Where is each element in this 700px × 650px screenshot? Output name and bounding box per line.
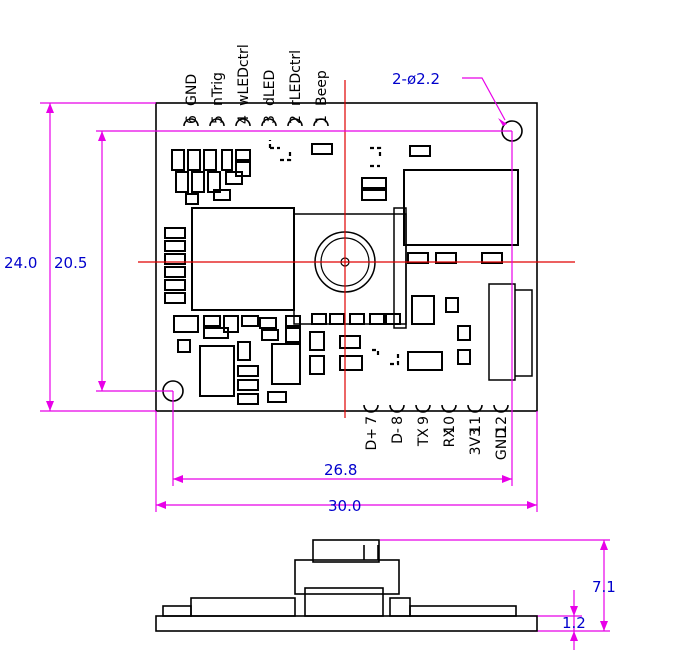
label-overall-height: 24.0 (4, 254, 37, 272)
dimension-lines (40, 77, 610, 650)
bottom-pin-name: D+ (364, 428, 380, 451)
top-pin-number: 3 (262, 115, 278, 124)
side-sensor-block (294, 559, 400, 595)
top-pin-number: 4 (236, 115, 252, 124)
top-pin-number: 6 (184, 115, 200, 124)
bottom-pin-number: 10 (442, 416, 458, 434)
connector-right (488, 283, 516, 381)
top-pin-pads (183, 118, 329, 127)
bottom-pin-number: 11 (468, 416, 484, 434)
dimension-labels: 24.0 20.5 26.8 30.0 7.1 1.2 2-ø2.2 (4, 70, 616, 632)
top-pin-name: rLEDctrl (288, 50, 304, 106)
centerlines (138, 80, 575, 418)
ic-lower-left (199, 345, 235, 397)
pcb-components (164, 143, 533, 405)
top-pin-name: Beep (314, 70, 330, 106)
label-hole-spacing-horizontal: 26.8 (324, 461, 357, 479)
bottom-pin-pads (363, 404, 509, 413)
bottom-pin-number: 12 (494, 416, 510, 434)
bottom-pin-number: 7 (364, 416, 380, 425)
bottom-pin-name: RX (442, 428, 458, 448)
bottom-pin-name: TX (416, 428, 432, 448)
top-pin-number: 2 (288, 115, 304, 124)
bottom-pin-name: GND (494, 428, 510, 460)
top-pin-name: dLED (262, 70, 278, 106)
pcb-outline (155, 102, 538, 412)
side-view (155, 539, 538, 632)
bottom-pin-name: D- (390, 428, 406, 444)
bottom-pin-number: 9 (416, 416, 432, 425)
top-pin-number: 5 (210, 115, 226, 124)
top-pin-name: wLEDctrl (236, 44, 252, 106)
bottom-pin-number: 8 (390, 416, 406, 425)
ic-large-left (191, 207, 295, 311)
label-hole-spacing-vertical: 20.5 (54, 254, 87, 272)
top-pin-number: 1 (314, 115, 330, 124)
label-module-height: 7.1 (592, 578, 616, 596)
label-overall-width: 30.0 (328, 497, 361, 515)
label-pcb-thickness: 1.2 (562, 614, 586, 632)
side-lens-barrel (312, 539, 380, 563)
marker-brackets (268, 140, 400, 366)
top-pin-name: GND (184, 74, 200, 106)
label-hole-callout: 2-ø2.2 (392, 70, 440, 88)
bottom-pin-name: 3V3 (468, 428, 484, 455)
top-pin-name: nTrig (210, 72, 226, 106)
dimension-arrows (46, 103, 608, 641)
top-pin-labels: 6 GND 5 nTrig 4 wLEDctrl 3 dLED 2 rLEDctrl 1 Beep (184, 44, 330, 124)
ic-top-right (403, 169, 519, 246)
sensor-housing (293, 213, 407, 325)
pcb-top-view (155, 102, 538, 413)
side-pcb (155, 615, 538, 632)
